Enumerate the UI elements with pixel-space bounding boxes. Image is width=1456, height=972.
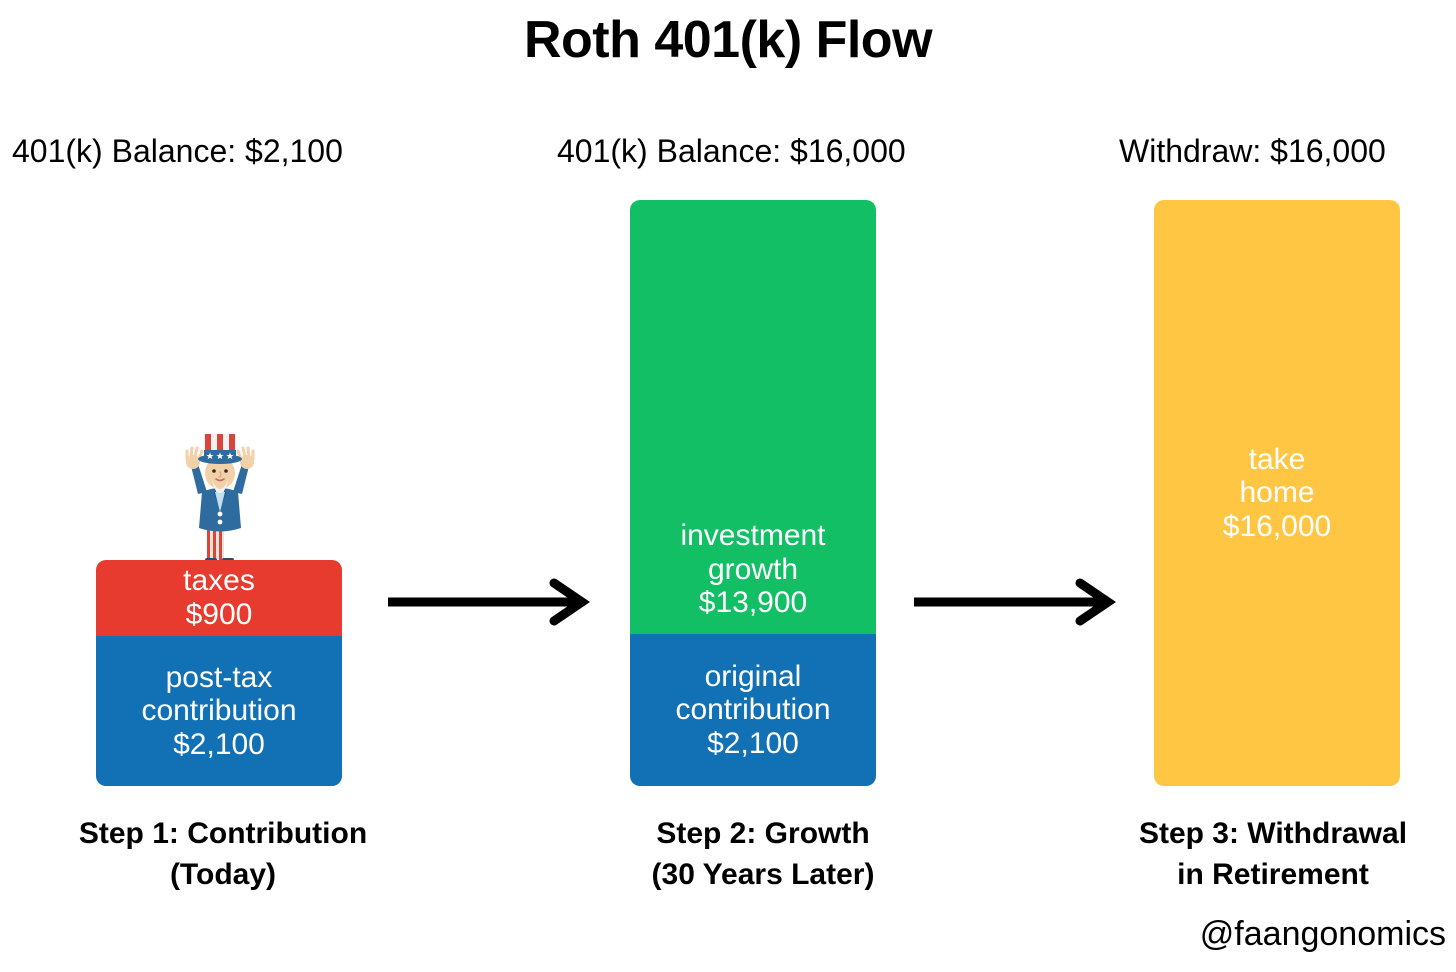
bar-segment-original-contribution: original contribution $2,100	[630, 634, 876, 786]
segment-value: $2,100	[707, 726, 799, 760]
step-caption-3: Step 3: Withdrawal in Retirement	[1138, 817, 1408, 891]
segment-label: take home	[1239, 442, 1315, 510]
bar-stack-step-3: take home $16,000	[1154, 200, 1400, 786]
page-title: Roth 401(k) Flow	[523, 11, 933, 69]
bar-stack-step-1: taxes $900 post-tax contribution $2,100	[96, 560, 342, 786]
segment-label: post-tax contribution	[141, 660, 297, 728]
segment-label: taxes	[183, 564, 255, 598]
column-header-step-2: 401(k) Balance: $16,000	[557, 133, 906, 169]
column-header-step-1: 401(k) Balance: $2,100	[12, 133, 343, 169]
step-caption-2: Step 2: Growth (30 Years Later)	[651, 817, 875, 891]
segment-value: $13,900	[698, 586, 808, 620]
segment-value: $900	[185, 598, 253, 631]
arrow-right-icon-1	[386, 578, 591, 626]
bar-segment-post-tax-contribution: post-tax contribution $2,100	[96, 636, 342, 786]
bar-stack-step-2: investment growth $13,900 original contr…	[630, 200, 876, 786]
segment-value: $2,100	[173, 727, 265, 761]
bar-segment-take-home: take home $16,000	[1154, 200, 1400, 786]
column-header-step-3: Withdraw: $16,000	[1119, 133, 1386, 169]
watermark-handle: @faangonomics	[1199, 915, 1446, 953]
uncle-sam-icon	[176, 432, 264, 564]
bar-segment-taxes: taxes $900	[96, 560, 342, 636]
step-caption-1: Step 1: Contribution (Today)	[78, 817, 368, 891]
segment-value: $16,000	[1222, 509, 1332, 543]
bar-segment-investment-growth: investment growth $13,900	[630, 200, 876, 634]
arrow-right-icon-2	[912, 578, 1117, 626]
segment-label: investment growth	[680, 519, 826, 586]
segment-label: original contribution	[675, 659, 831, 727]
